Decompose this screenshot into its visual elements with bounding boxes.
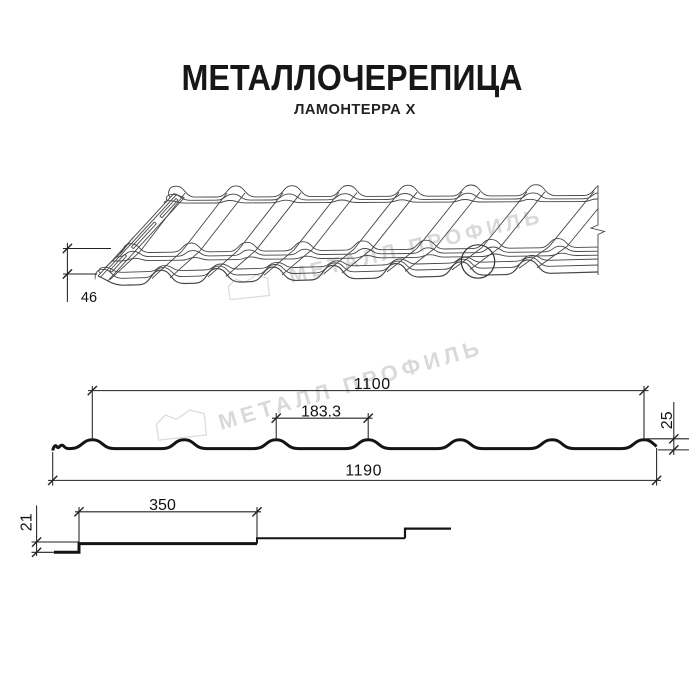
svg-text:25: 25 xyxy=(659,411,676,429)
svg-text:46: 46 xyxy=(81,290,97,306)
svg-text:183.3: 183.3 xyxy=(301,404,341,421)
svg-text:21: 21 xyxy=(19,513,36,531)
svg-text:1100: 1100 xyxy=(354,376,391,393)
svg-text:350: 350 xyxy=(149,497,176,514)
svg-text:1190: 1190 xyxy=(345,462,382,479)
